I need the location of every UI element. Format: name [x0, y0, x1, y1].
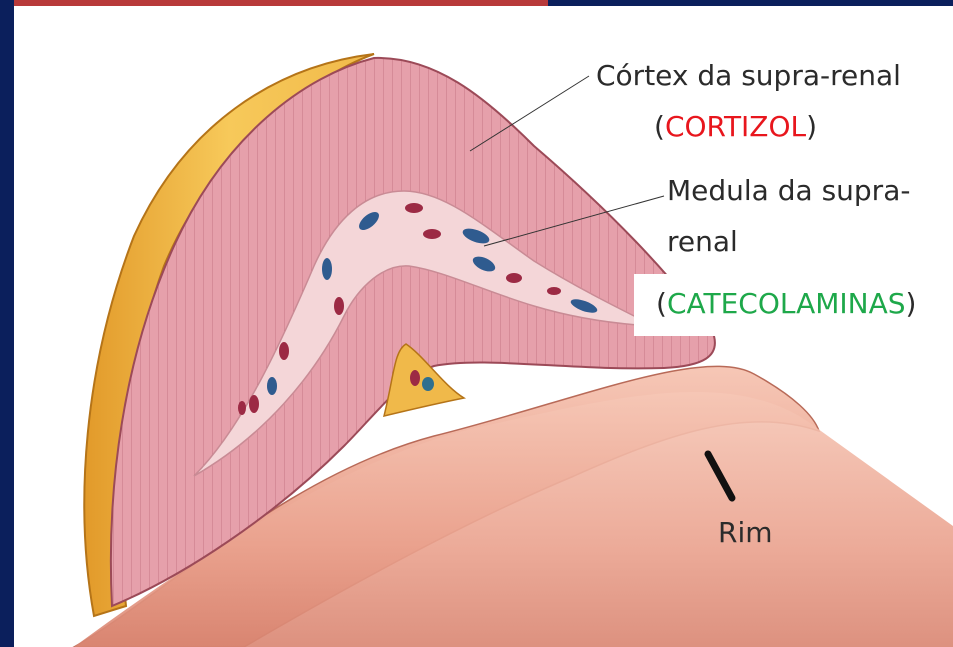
medulla-label-line2: renal: [667, 225, 738, 259]
catechol-close-paren: ): [906, 287, 917, 320]
cortisol-label: (CORTIZOL): [654, 110, 817, 144]
kidney-label: Rim: [718, 516, 773, 550]
catecholamines-label: (CATECOLAMINAS): [656, 287, 916, 321]
cortisol-text: CORTIZOL: [665, 110, 806, 143]
catecholamines-text: CATECOLAMINAS: [667, 287, 906, 320]
medulla-label-line1: Medula da supra-: [667, 174, 910, 208]
cortisol-open-paren: (: [654, 110, 665, 143]
cortisol-close-paren: ): [806, 110, 817, 143]
catechol-open-paren: (: [656, 287, 667, 320]
cortex-label: Córtex da supra-renal: [596, 59, 901, 93]
slide-canvas: Córtex da supra-renal (CORTIZOL) Medula …: [14, 6, 953, 647]
